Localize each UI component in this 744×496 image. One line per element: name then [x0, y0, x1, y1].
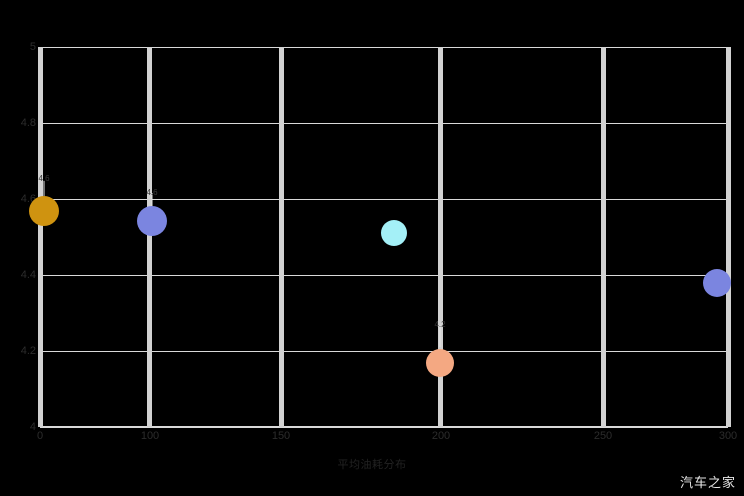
x-tick-label: 100 [140, 430, 160, 442]
y-tick-label: 4.8 [20, 117, 36, 129]
gridline-horizontal [40, 123, 728, 124]
gridline-vertical [147, 47, 152, 427]
point-annotation-label: 4.2 [434, 320, 446, 329]
y-tick-label: 4 [29, 421, 36, 433]
x-axis-tick-labels: 0 100 150 200 250 300 [36, 429, 737, 445]
point-annotation-stem [439, 325, 441, 347]
x-axis-line [40, 426, 728, 428]
gridline-horizontal [40, 275, 728, 276]
gridline-horizontal [40, 199, 728, 200]
x-axis-title: 平均油耗分布 [337, 459, 407, 471]
plot-area: 4.6 4.6 4.2 [29, 47, 731, 428]
data-point-bubble-cyan[interactable] [381, 220, 407, 246]
x-tick-label: 200 [431, 430, 451, 442]
gridline-vertical [601, 47, 606, 427]
gridline-vertical [279, 47, 284, 427]
point-annotation-label: 4.6 [146, 188, 158, 197]
data-point-bubble-periwinkle-1[interactable] [137, 206, 167, 236]
data-point-bubble-gold[interactable] [29, 196, 59, 226]
data-point-bubble-periwinkle-2[interactable] [703, 269, 731, 297]
point-annotation-stem [151, 193, 153, 213]
x-tick-label: 150 [271, 430, 291, 442]
x-tick-label: 0 [36, 430, 44, 442]
gridline-horizontal [40, 351, 728, 352]
y-axis-tick-labels: 5 4.8 4.6 4.4 4.2 4 [0, 41, 36, 433]
data-point-bubble-salmon[interactable] [426, 349, 454, 377]
y-tick-label: 5 [29, 41, 36, 53]
gridline-vertical [38, 47, 43, 427]
x-tick-label: 250 [593, 430, 613, 442]
gridline-vertical [438, 47, 443, 427]
gridline-vertical [726, 47, 731, 427]
y-tick-label: 4.4 [20, 269, 36, 281]
point-annotation-label: 4.6 [38, 174, 50, 183]
x-tick-label: 300 [718, 430, 738, 442]
y-tick-label: 4.2 [20, 345, 36, 357]
gridline-horizontal [40, 47, 728, 48]
watermark-autohome: 汽车之家 [679, 476, 736, 491]
point-annotation-stem [43, 181, 45, 209]
